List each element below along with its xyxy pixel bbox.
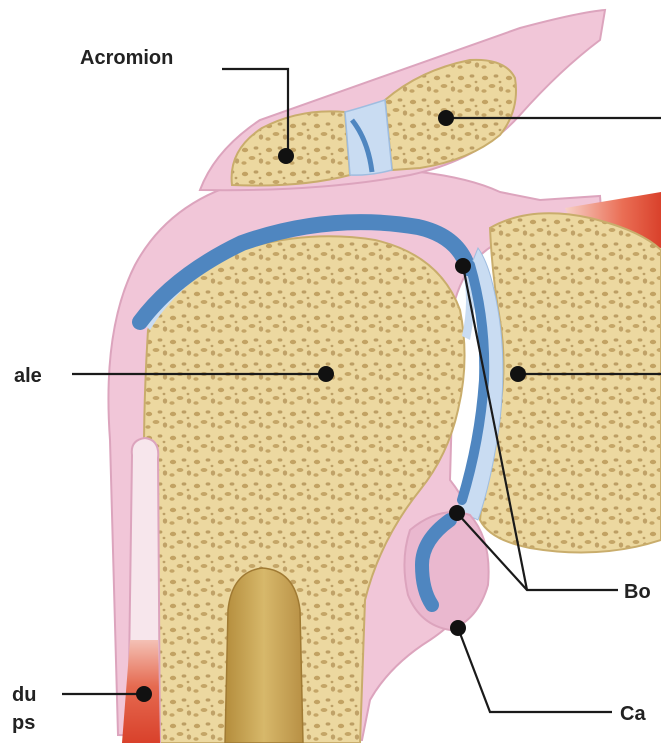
label-biceps-line2: ps <box>12 712 35 734</box>
marker-labrum-lower <box>449 505 465 521</box>
marker-humeral-head <box>318 366 334 382</box>
marker-acromion <box>278 148 294 164</box>
marker-biceps <box>136 686 152 702</box>
glenoid-bone <box>480 213 661 552</box>
acromion-bone <box>232 111 350 185</box>
marker-clavicle <box>438 110 454 126</box>
leader-capsule <box>458 628 612 712</box>
label-humeral-head: ale <box>14 365 42 387</box>
label-capsule: Ca <box>620 703 646 725</box>
marker-capsule <box>450 620 466 636</box>
medullary-cavity <box>225 568 303 743</box>
marker-labrum-upper <box>455 258 471 274</box>
label-acromion: Acromion <box>80 47 173 69</box>
marker-glenoid <box>510 366 526 382</box>
label-labrum: Bo <box>624 581 651 603</box>
humerus-bone <box>144 236 465 743</box>
label-biceps-line1: du <box>12 684 36 706</box>
